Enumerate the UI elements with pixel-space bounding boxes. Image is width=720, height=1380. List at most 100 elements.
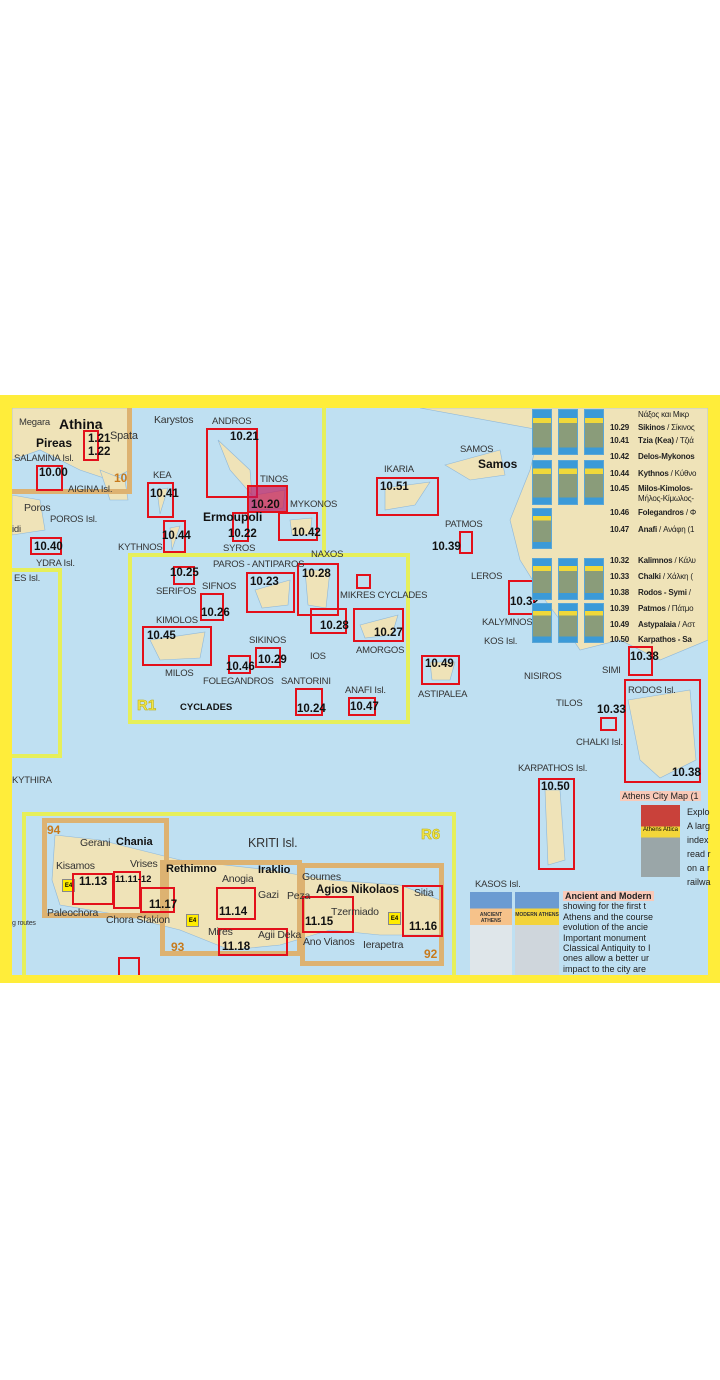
map-sheet-box[interactable]: 10.47 xyxy=(348,697,379,716)
map-sheet-box[interactable]: 10.50 xyxy=(538,778,575,870)
e4-route-icon: E4 xyxy=(62,879,75,892)
sheet-93-frame[interactable] xyxy=(160,860,302,956)
map-sheet-box[interactable]: 10.23 xyxy=(246,572,295,613)
place-label: FOLEGANDROS xyxy=(203,676,274,687)
map-sheet-box[interactable]: 10.51 xyxy=(376,477,439,516)
map-sheet-box[interactable]: 10.28 xyxy=(297,563,339,616)
region-r1-frame[interactable] xyxy=(128,553,410,724)
map-sheet-box[interactable]: 10.40 xyxy=(30,537,63,555)
map-cover-thumbnail[interactable] xyxy=(532,508,552,549)
map-sheet-box[interactable]: 10.38 xyxy=(624,679,701,783)
index-row[interactable]: Μήλος-Κίμωλος- xyxy=(610,494,694,503)
map-sheet-box[interactable]: 11.15 xyxy=(302,896,354,933)
place-label: KRITI Isl. xyxy=(248,836,298,850)
map-sheet-box[interactable]: 10.26 xyxy=(200,593,230,621)
map-cover-thumbnail[interactable] xyxy=(558,603,578,643)
map-sheet-box[interactable]: 11.14 xyxy=(216,887,256,920)
index-code: 10.46 xyxy=(610,508,630,517)
map-cover-thumbnail[interactable] xyxy=(532,460,552,505)
box-label: 10.32 xyxy=(510,596,539,608)
map-sheet-box[interactable] xyxy=(356,574,371,589)
map-sheet-box[interactable]: 11.13 xyxy=(72,873,114,905)
place-label: Spata xyxy=(110,430,138,442)
map-cover-thumbnail[interactable] xyxy=(532,603,552,643)
map-cover-thumbnail[interactable] xyxy=(558,558,578,600)
place-label: PATMOS xyxy=(445,519,483,530)
map-cover-thumbnail[interactable] xyxy=(558,460,578,505)
map-sheet-box[interactable]: 10.44 xyxy=(162,520,191,553)
map-sheet-box[interactable]: 11.11-12 xyxy=(113,871,151,909)
region-west-frame[interactable] xyxy=(12,568,62,758)
map-sheet-box[interactable]: 10.27 xyxy=(353,608,404,642)
map-sheet-box[interactable] xyxy=(118,957,140,975)
place-label: POROS Isl. xyxy=(50,514,98,525)
sheet-94-frame[interactable] xyxy=(42,818,169,918)
place-label: KYTHIRA xyxy=(12,775,52,786)
sheet-number: 10 xyxy=(114,471,128,485)
map-sheet-box[interactable]: 10.28 xyxy=(310,608,349,634)
box-label: 11.13 xyxy=(79,876,108,888)
place-label: MIKRES CYCLADES xyxy=(340,590,428,601)
map-sheet-box-selected[interactable]: 10.20 xyxy=(247,485,288,513)
map-cover-thumbnail[interactable] xyxy=(584,558,604,600)
map-cover-thumbnail[interactable] xyxy=(558,409,578,455)
map-sheet-box[interactable]: 10.33 xyxy=(597,704,626,731)
index-code: 10.41 xyxy=(610,436,630,445)
box-label: 10.28 xyxy=(302,568,331,580)
place-label: Anogia xyxy=(222,873,254,885)
map-cover-thumbnail[interactable] xyxy=(532,558,552,600)
map-sheet-box[interactable]: 10.21 xyxy=(206,428,259,498)
index-name: Chalki xyxy=(638,572,661,581)
map-sheet-box[interactable]: 11.17 xyxy=(140,887,177,913)
index-code: 10.45 xyxy=(610,484,630,493)
map-sheet-box[interactable]: 10.38 xyxy=(628,646,659,676)
city-label: Agios Nikolaos xyxy=(316,884,400,896)
athens-city-cover[interactable]: Athens Attica xyxy=(641,805,680,877)
map-sheet-box[interactable]: 10.22 xyxy=(228,512,257,542)
map-sheet-box[interactable]: 10.42 xyxy=(278,512,321,541)
map-cover-thumbnail[interactable] xyxy=(584,460,604,505)
text-line: Explo xyxy=(687,807,710,817)
map-sheet-box[interactable]: 10.00 xyxy=(36,465,68,491)
index-code: 10.42 xyxy=(610,452,630,461)
map-cover-thumbnail[interactable] xyxy=(532,409,552,455)
map-sheet-box[interactable]: 10.32 xyxy=(508,580,539,615)
map-sheet-box[interactable]: 10.39 xyxy=(432,531,473,554)
region-r6-label: R6 xyxy=(421,826,441,844)
map-sheet-box[interactable]: 10.45 xyxy=(142,626,212,666)
map-sheet-box[interactable]: 10.24 xyxy=(295,688,326,716)
map-sheet-box[interactable]: 10.41 xyxy=(147,482,179,518)
map-sheet-box[interactable]: 10.46 xyxy=(226,655,255,674)
place-label: Poros xyxy=(24,502,51,514)
map-sheet-box[interactable]: 11.16 xyxy=(402,885,443,937)
map-sheet-box[interactable]: 10.29 xyxy=(255,647,287,668)
e4-route-icon: E4 xyxy=(388,912,401,925)
map-sheet-box[interactable]: 11.18 xyxy=(218,928,288,956)
ancient-athens-cover[interactable]: ANCIENT ATHENS xyxy=(470,892,512,975)
map-sheet-box[interactable]: 10.25 xyxy=(170,566,199,585)
map-cover-thumbnail[interactable] xyxy=(584,409,604,455)
index-greek-name: / Ανάφη (1 xyxy=(657,525,695,534)
region-r6-frame[interactable] xyxy=(22,812,456,975)
map-cover-thumbnail[interactable] xyxy=(584,603,604,643)
text-line: railwa xyxy=(687,877,711,887)
map-sheet-box[interactable]: 10.49 xyxy=(421,655,460,685)
index-code: 10.44 xyxy=(610,469,630,478)
index-code: 10.33 xyxy=(610,572,630,581)
modern-athens-cover[interactable]: MODERN ATHENS xyxy=(515,892,559,975)
sheet-10-frame[interactable] xyxy=(12,408,132,494)
